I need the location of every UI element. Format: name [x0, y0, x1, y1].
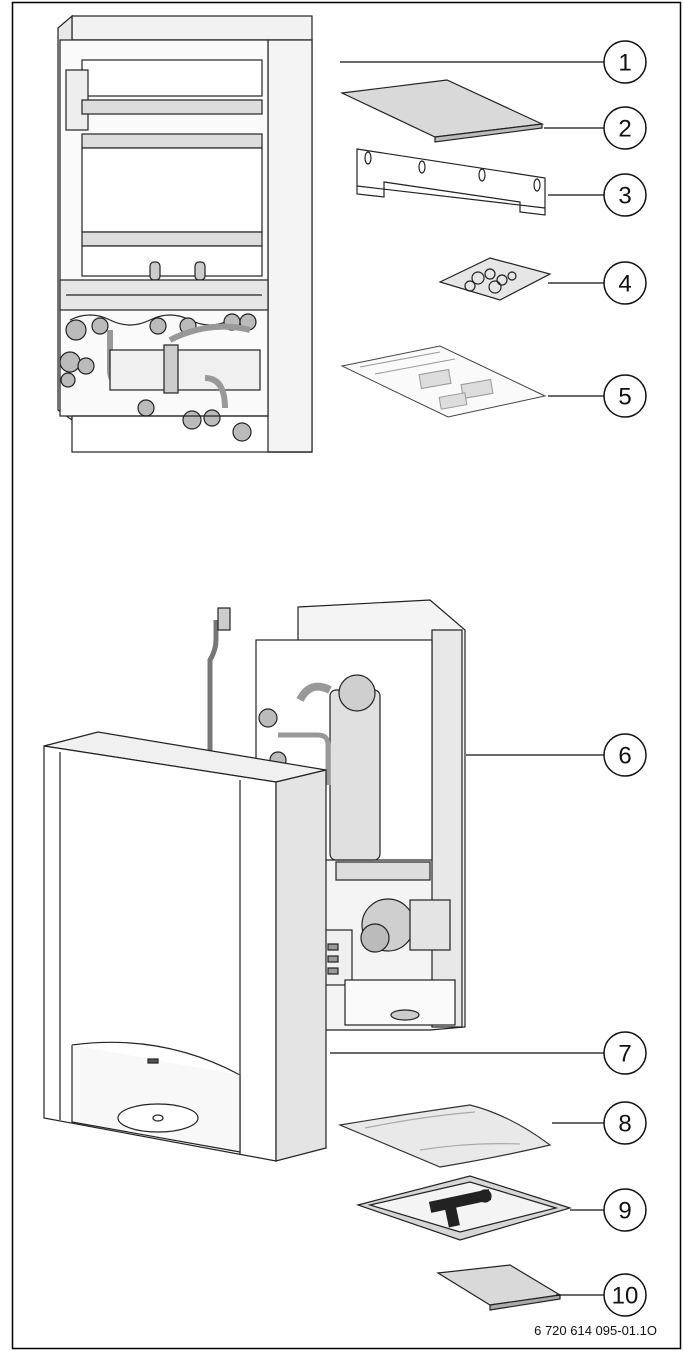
callout-10: 10	[603, 1273, 647, 1317]
callout-label-5: 5	[618, 384, 631, 411]
callout-label-4: 4	[618, 271, 631, 298]
leader-lines	[330, 61, 604, 1296]
callout-3: 3	[603, 173, 647, 217]
figure-code: 6 720 614 095-01.1O	[534, 1323, 657, 1338]
boiler-unit-illustration	[207, 599, 466, 1031]
callout-2: 2	[603, 106, 647, 150]
info-package-illustration	[355, 1175, 573, 1241]
callout-label-6: 6	[618, 743, 631, 770]
mounting-bracket-illustration	[356, 148, 546, 216]
packaging-bag-illustration	[337, 1104, 552, 1168]
callout-7: 7	[603, 1031, 647, 1075]
callout-label-1: 1	[618, 50, 631, 77]
diagram-frame	[11, 1, 682, 1350]
callout-label-2: 2	[618, 116, 631, 143]
callout-1: 1	[603, 40, 647, 84]
installation-sheet-illustration	[340, 345, 547, 418]
boiler-chassis-illustration	[57, 14, 313, 453]
callout-8: 8	[603, 1101, 647, 1145]
callout-5: 5	[603, 374, 647, 418]
fittings-bag-illustration	[438, 257, 552, 301]
callout-label-8: 8	[618, 1111, 631, 1138]
callout-label-7: 7	[618, 1041, 631, 1068]
front-casing-illustration	[43, 731, 327, 1162]
cover-plate-illustration	[339, 79, 545, 143]
callout-6: 6	[603, 733, 647, 777]
callout-4: 4	[603, 261, 647, 305]
callout-label-10: 10	[612, 1283, 639, 1310]
callout-9: 9	[603, 1188, 647, 1232]
booklet-illustration	[436, 1264, 562, 1311]
callout-label-3: 3	[618, 183, 631, 210]
callout-label-9: 9	[618, 1198, 631, 1225]
